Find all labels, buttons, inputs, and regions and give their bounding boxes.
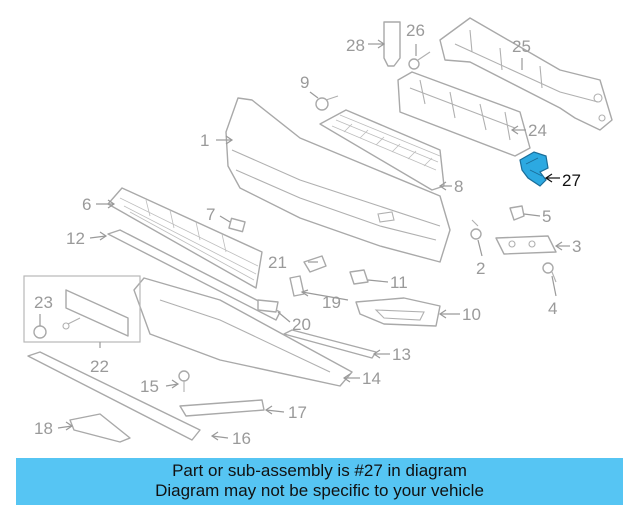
part-15-bolt xyxy=(178,370,190,392)
part-9-bolt xyxy=(315,95,339,111)
callout-16: 16 xyxy=(232,429,251,448)
part-24-impact-absorber xyxy=(397,71,531,157)
callout-26: 26 xyxy=(406,21,425,40)
part-2-bolt xyxy=(470,219,482,240)
part-26-bolt xyxy=(408,51,431,70)
callout-23: 23 xyxy=(34,293,53,312)
callout-2: 2 xyxy=(476,259,485,278)
callout-12: 12 xyxy=(66,229,85,248)
part-25-reinforcement-bar xyxy=(439,17,613,131)
part-11-clip xyxy=(349,269,369,285)
callout-17: 17 xyxy=(288,403,307,422)
callout-27-highlighted: 27 xyxy=(562,171,581,190)
part-bracket-near-19 xyxy=(289,275,305,297)
callout-28: 28 xyxy=(346,36,365,55)
callout-15: 15 xyxy=(140,377,159,396)
callout-13: 13 xyxy=(392,345,411,364)
part-21-cover xyxy=(303,255,327,273)
callout-20: 20 xyxy=(292,315,311,334)
callout-7: 7 xyxy=(206,205,215,224)
callout-21: 21 xyxy=(268,253,287,272)
callout-18: 18 xyxy=(34,419,53,438)
callout-4: 4 xyxy=(548,299,557,318)
banner-line-2: Diagram may not be specific to your vehi… xyxy=(155,481,484,500)
part-28-bracket xyxy=(383,21,401,67)
callout-24: 24 xyxy=(528,121,547,140)
part-lower-valance-strip xyxy=(27,351,201,441)
part-7-clip xyxy=(228,217,246,233)
callout-19: 19 xyxy=(322,293,341,312)
part-6-lower-grille xyxy=(107,187,263,289)
part-4-bolt xyxy=(542,262,557,283)
callout-1: 1 xyxy=(200,131,209,150)
part-8-upper-grille xyxy=(319,109,445,191)
part-18-corner-trim xyxy=(69,413,131,443)
part-22-license-plate-assembly xyxy=(23,275,141,343)
callout-25: 25 xyxy=(512,37,531,56)
part-5-clip xyxy=(509,205,525,221)
banner-line-1: Part or sub-assembly is #27 in diagram xyxy=(172,461,467,480)
part-17-corner-trim xyxy=(179,399,265,417)
part-27-highlighted-bracket xyxy=(519,151,549,187)
callout-5: 5 xyxy=(542,207,551,226)
callout-numbers: 28 26 25 9 24 1 8 27 5 6 7 12 3 2 21 11 … xyxy=(34,21,581,448)
part-10-fog-lamp-trim xyxy=(355,297,441,327)
callout-11: 11 xyxy=(390,273,408,292)
parts-diagram: 28 26 25 9 24 1 8 27 5 6 7 12 3 2 21 11 … xyxy=(23,17,613,448)
callout-10: 10 xyxy=(462,305,481,324)
leader-lines xyxy=(39,39,570,441)
callout-22: 22 xyxy=(90,357,109,376)
part-1-bumper-cover xyxy=(225,97,451,263)
callout-9: 9 xyxy=(300,73,309,92)
callout-8: 8 xyxy=(454,177,463,196)
info-banner: Part or sub-assembly is #27 in diagram D… xyxy=(16,458,623,505)
part-20-trim xyxy=(257,299,279,313)
callout-3: 3 xyxy=(572,237,581,256)
part-12-molding-strip xyxy=(107,229,281,321)
callout-14: 14 xyxy=(362,369,381,388)
part-3-side-bracket xyxy=(495,235,557,255)
callout-6: 6 xyxy=(82,195,91,214)
